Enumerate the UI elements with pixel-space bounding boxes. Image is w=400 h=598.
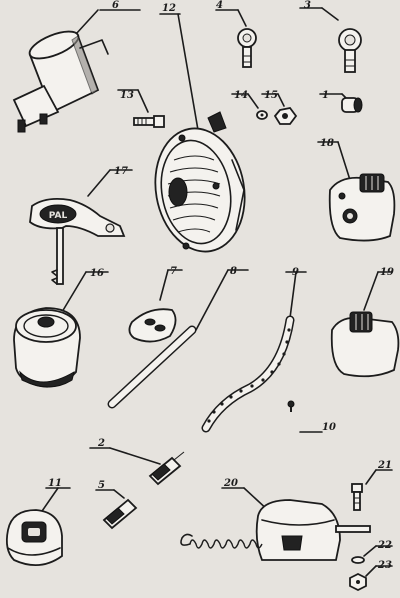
part-8-rubber-rod	[107, 269, 249, 409]
part-7-rubber-plate	[128, 269, 183, 343]
part-1-grommet	[319, 93, 363, 113]
part-17-ignition-key: PAL	[29, 169, 133, 285]
label-19: 19	[380, 267, 394, 278]
label-17: 17	[114, 166, 128, 177]
label-8: 8	[230, 266, 237, 277]
part-3-eye-terminal	[299, 7, 362, 73]
label-5: 5	[98, 480, 105, 491]
part-11-rubber-boot	[5, 487, 71, 566]
part-12-horn	[154, 13, 246, 253]
label-6: 6	[112, 0, 119, 11]
label-16: 16	[90, 268, 104, 279]
part-19-switch-box	[330, 271, 400, 378]
label-23: 23	[377, 560, 392, 571]
label-9: 9	[292, 267, 299, 278]
part-15-nut	[261, 93, 298, 125]
label-4: 4	[216, 0, 223, 11]
label-20: 20	[223, 478, 238, 489]
part-labels: 6 12 4 3 13 14 15 1 18 17 7 8 9 19 16 10…	[48, 0, 394, 571]
label-18: 18	[320, 138, 334, 149]
part-13-bolt	[117, 89, 165, 128]
part-4-eye-terminal	[215, 9, 257, 68]
label-14: 14	[234, 90, 248, 101]
label-12: 12	[162, 3, 176, 14]
part-23-nut	[349, 565, 393, 592]
part-10-small-screw	[287, 400, 323, 433]
part-6-condenser	[12, 9, 141, 133]
part-21-bolt	[351, 469, 393, 511]
label-7: 7	[170, 266, 177, 277]
part-22-washer	[351, 545, 393, 564]
label-21: 21	[377, 460, 392, 471]
label-22: 22	[377, 540, 392, 551]
part-14-washer	[231, 93, 268, 120]
part-2-flat-connector	[89, 447, 185, 486]
label-3: 3	[304, 0, 311, 11]
label-2: 2	[97, 438, 105, 449]
part-9-perforated-strap	[201, 271, 307, 433]
part-5-flat-connector	[95, 489, 138, 530]
label-1: 1	[322, 90, 329, 101]
label-11: 11	[48, 478, 62, 489]
label-10: 10	[322, 422, 336, 433]
label-13: 13	[120, 90, 134, 101]
key-brand-text: PAL	[49, 211, 68, 221]
part-20-stoplight-switch	[180, 487, 371, 561]
label-15: 15	[264, 90, 278, 101]
part-18-switch-box	[317, 141, 396, 242]
part-16-switch-unit	[13, 271, 109, 388]
